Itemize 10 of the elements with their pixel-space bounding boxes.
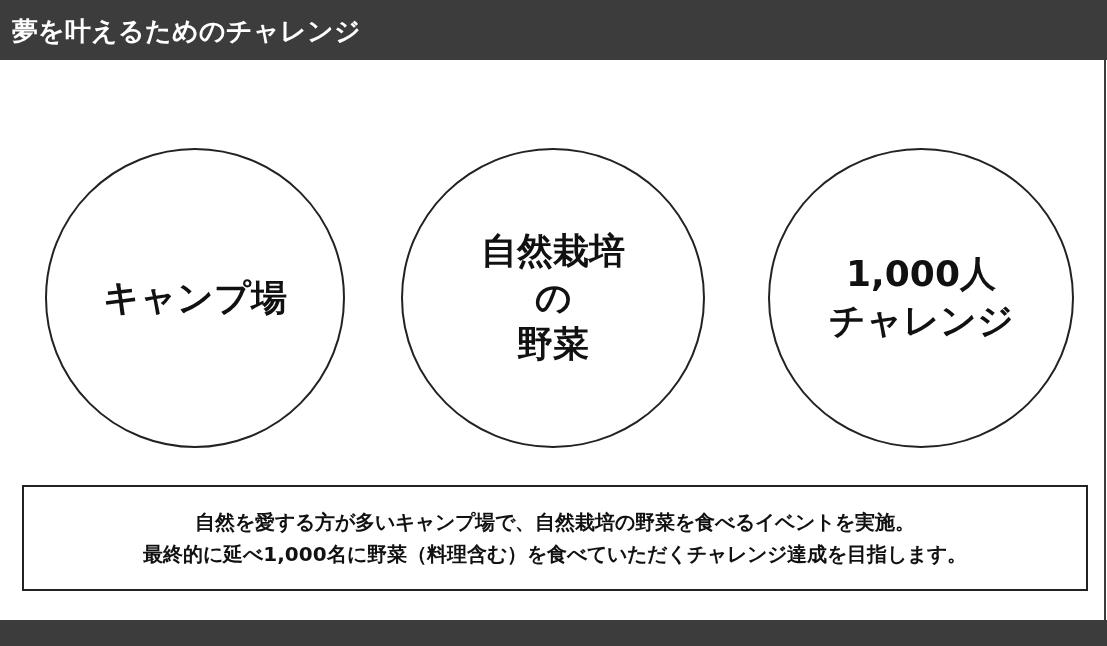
title: 夢を叶えるためのチャレンジ <box>12 15 361 48</box>
description-text: 自然を愛する方が多いキャンプ場で、自然栽培の野菜を食べるイベントを実施。 <box>195 509 915 536</box>
circle-node <box>768 148 1074 448</box>
circle-node <box>401 148 705 448</box>
node-label: 1,000人チャレンジ <box>828 252 1014 343</box>
circle-node <box>45 148 345 448</box>
description-text: 最終的に延べ1,000名に野菜（料理含む）を食べていただくチャレンジ達成を目指します。 <box>143 541 967 568</box>
node-label: 自然栽培の野菜 <box>481 228 625 367</box>
node-label: キャンプ場 <box>103 275 287 320</box>
description-box <box>22 485 1088 591</box>
